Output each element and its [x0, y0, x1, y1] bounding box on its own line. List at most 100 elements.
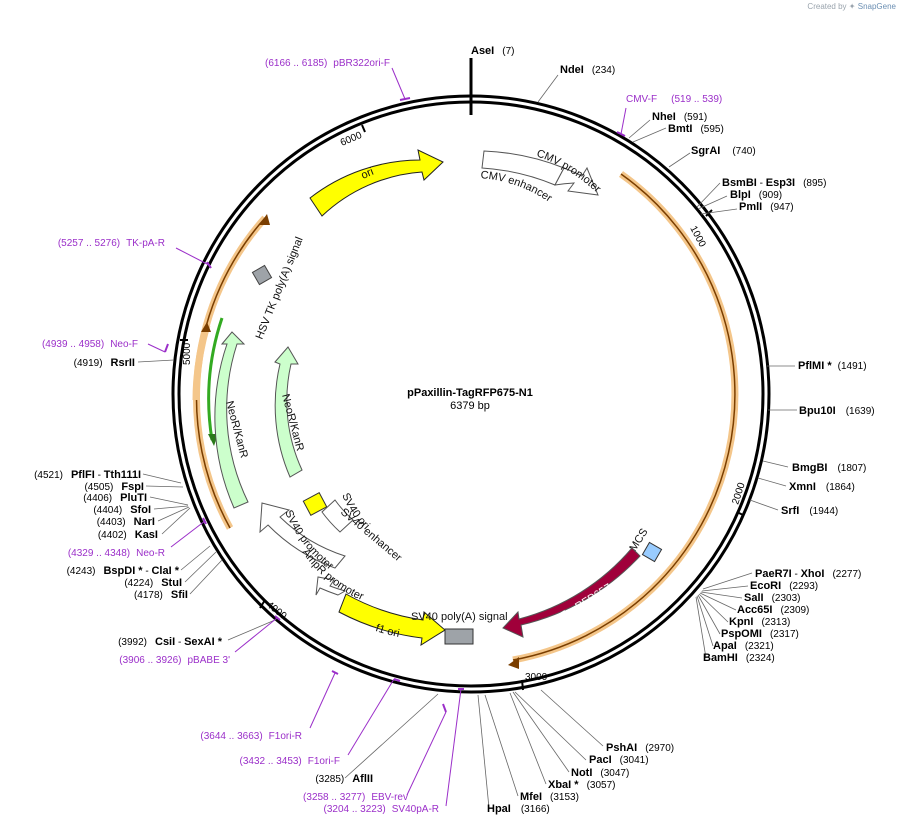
enzyme-label[interactable]: (4402)KasI: [98, 529, 158, 541]
enzyme-leader: [699, 592, 737, 611]
sv40-enhancer-label: SV40 enhancer: [338, 506, 404, 564]
primer-label[interactable]: (3432 .. 3453)F1ori-F: [240, 756, 341, 767]
enzyme-leader: [702, 572, 753, 590]
tick-mark: [259, 599, 266, 609]
enzyme-label[interactable]: Acc65I(2309): [737, 604, 809, 616]
primer-label[interactable]: (3258 .. 3277)EBV-rev: [303, 792, 408, 803]
enzyme-leader: [540, 689, 604, 747]
enzyme-label[interactable]: PacI(3041): [589, 754, 649, 766]
feature-tagrfp657[interactable]: TagRFP657: [502, 547, 641, 638]
enzyme-leader: [537, 74, 559, 103]
primer-label[interactable]: (6166 .. 6185)pBR322ori-F: [265, 58, 390, 69]
feature-neor-outer[interactable]: NeoR/KanR: [214, 331, 250, 509]
enzyme-label[interactable]: (4404)SfoI: [93, 504, 151, 516]
credit: Created by ✦ SnapGene: [807, 2, 896, 11]
enzyme-label[interactable]: (3992)CsiI - SexAI *: [118, 636, 223, 648]
enzyme-label[interactable]: AseI(7): [471, 45, 514, 57]
enzyme-label[interactable]: SgrAI(740): [691, 145, 756, 157]
tick-label-5000: 5000: [182, 342, 193, 365]
enzyme-label[interactable]: BmtI(595): [668, 123, 724, 135]
primer-leader: [406, 711, 447, 796]
enzyme-leader: [701, 585, 749, 592]
ori-label: ori: [359, 166, 375, 182]
enzyme-label[interactable]: PmlI(947): [739, 201, 794, 213]
tagrfp657-arrow[interactable]: [502, 547, 641, 638]
primer-label[interactable]: (4329 .. 4348)Neo-R: [68, 548, 165, 559]
enzyme-leader: [696, 595, 714, 647]
neor-outer-arrow[interactable]: [214, 331, 249, 509]
enzyme-label[interactable]: PflMI *(1491): [798, 360, 867, 372]
enzyme-leader: [696, 182, 721, 208]
enzyme-leader: [227, 619, 276, 641]
primer-label[interactable]: (3906 .. 3926)pBABE 3': [119, 655, 230, 666]
enzyme-label[interactable]: BmgBI(1807): [792, 462, 866, 474]
enzyme-label[interactable]: BsmBI - Esp3I(895): [722, 177, 826, 189]
mcs-box[interactable]: [641, 541, 663, 563]
enzyme-label[interactable]: (3285)AflII: [315, 773, 373, 785]
enzyme-label[interactable]: SrfI(1944): [781, 505, 838, 517]
orf-tracks: [192, 171, 739, 669]
hsv-tk-polya-box[interactable]: [251, 264, 273, 286]
enzyme-label[interactable]: XbaI *(3057): [548, 779, 615, 791]
enzyme-label[interactable]: PshAI(2970): [606, 742, 674, 754]
primer-leader: [309, 672, 336, 729]
enzyme-leader: [757, 477, 787, 487]
enzyme-leader: [749, 499, 779, 511]
sv40-ori-box[interactable]: [302, 492, 328, 516]
enzyme-leaders: [137, 74, 797, 809]
plasmid-size: 6379 bp: [450, 400, 490, 412]
primer-mark: [442, 703, 447, 713]
enzyme-label[interactable]: (4403)NarI: [97, 516, 155, 528]
sv40-promoter-arrow[interactable]: [259, 502, 346, 569]
enzyme-label[interactable]: (4243)BspDI * - ClaI *: [67, 565, 180, 577]
enzyme-label[interactable]: KpnI(2313): [729, 616, 790, 628]
enzyme-leader: [628, 119, 651, 139]
orf-arrow-right: [508, 657, 519, 669]
primer-label[interactable]: (4939 .. 4958)Neo-F: [42, 339, 138, 350]
enzyme-label[interactable]: NotI(3047): [571, 767, 629, 779]
primer-label[interactable]: (3644 .. 3663)F1ori-R: [200, 731, 302, 742]
enzyme-label[interactable]: HpaI(3166): [487, 803, 550, 815]
primer-label[interactable]: CMV-F(519 .. 539): [626, 94, 722, 105]
primer-label[interactable]: (3204 .. 3223)SV40pA-R: [323, 804, 439, 815]
ori-arrow[interactable]: [309, 149, 444, 217]
enzyme-label[interactable]: Bpu10I(1639): [799, 405, 875, 417]
enzyme-label[interactable]: EcoRI(2293): [750, 580, 818, 592]
enzyme-label[interactable]: NdeI(234): [560, 64, 615, 76]
enzyme-leader: [698, 593, 729, 623]
sv40-polya-label: SV40 poly(A) signal: [411, 611, 508, 623]
enzyme-label[interactable]: MfeI(3153): [520, 791, 579, 803]
ampr-promoter-arrow[interactable]: [315, 576, 347, 596]
enzyme-label[interactable]: NheI(591): [652, 111, 707, 123]
enzyme-label[interactable]: BamHI(2324): [703, 652, 775, 664]
enzyme-label[interactable]: (4919)RsrII: [74, 357, 135, 369]
primer-leader: [170, 520, 206, 548]
enzyme-label[interactable]: SalI(2303): [744, 592, 800, 604]
enzyme-label[interactable]: (4521)PflFI - Tth111I: [34, 469, 141, 481]
primer-mark: [164, 343, 169, 353]
enzyme-leader: [700, 591, 743, 599]
hsv-tk-polya-label: HSV TK poly(A) signal: [254, 235, 306, 341]
feature-neor-inner[interactable]: NeoR/KanR: [274, 346, 306, 478]
f1-ori-arrow[interactable]: [338, 593, 446, 646]
feature-ori[interactable]: ori: [309, 149, 444, 217]
enzyme-label[interactable]: PaeR7I - XhoI(2277): [755, 568, 861, 580]
enzyme-label[interactable]: (4505)FspI: [84, 481, 144, 493]
enzyme-label[interactable]: (4406)PluTI: [83, 492, 147, 504]
cmv-promoter-arrow[interactable]: [554, 166, 599, 196]
tick-label-3000: 3000: [525, 672, 548, 683]
sv40-polya-box[interactable]: [444, 628, 474, 645]
enzyme-leader: [514, 691, 587, 761]
enzyme-leader: [142, 473, 182, 484]
enzyme-leader: [184, 551, 217, 583]
enzyme-label[interactable]: (4178)SfiI: [134, 589, 188, 601]
primer-label[interactable]: (5257 .. 5276)TK-pA-R: [58, 238, 165, 249]
enzyme-label[interactable]: BlpI(909): [730, 189, 782, 201]
neor-inner-arrow[interactable]: [274, 346, 303, 478]
enzyme-label[interactable]: ApaI(2321): [713, 640, 774, 652]
enzyme-label[interactable]: XmnI(1864): [789, 481, 855, 493]
feature-f1-ori[interactable]: f1 ori: [338, 593, 446, 646]
enzyme-label[interactable]: PspOMI(2317): [721, 628, 799, 640]
enzyme-label[interactable]: (4224)StuI: [124, 577, 182, 589]
sv40-enhancer-box[interactable]: [321, 499, 354, 533]
